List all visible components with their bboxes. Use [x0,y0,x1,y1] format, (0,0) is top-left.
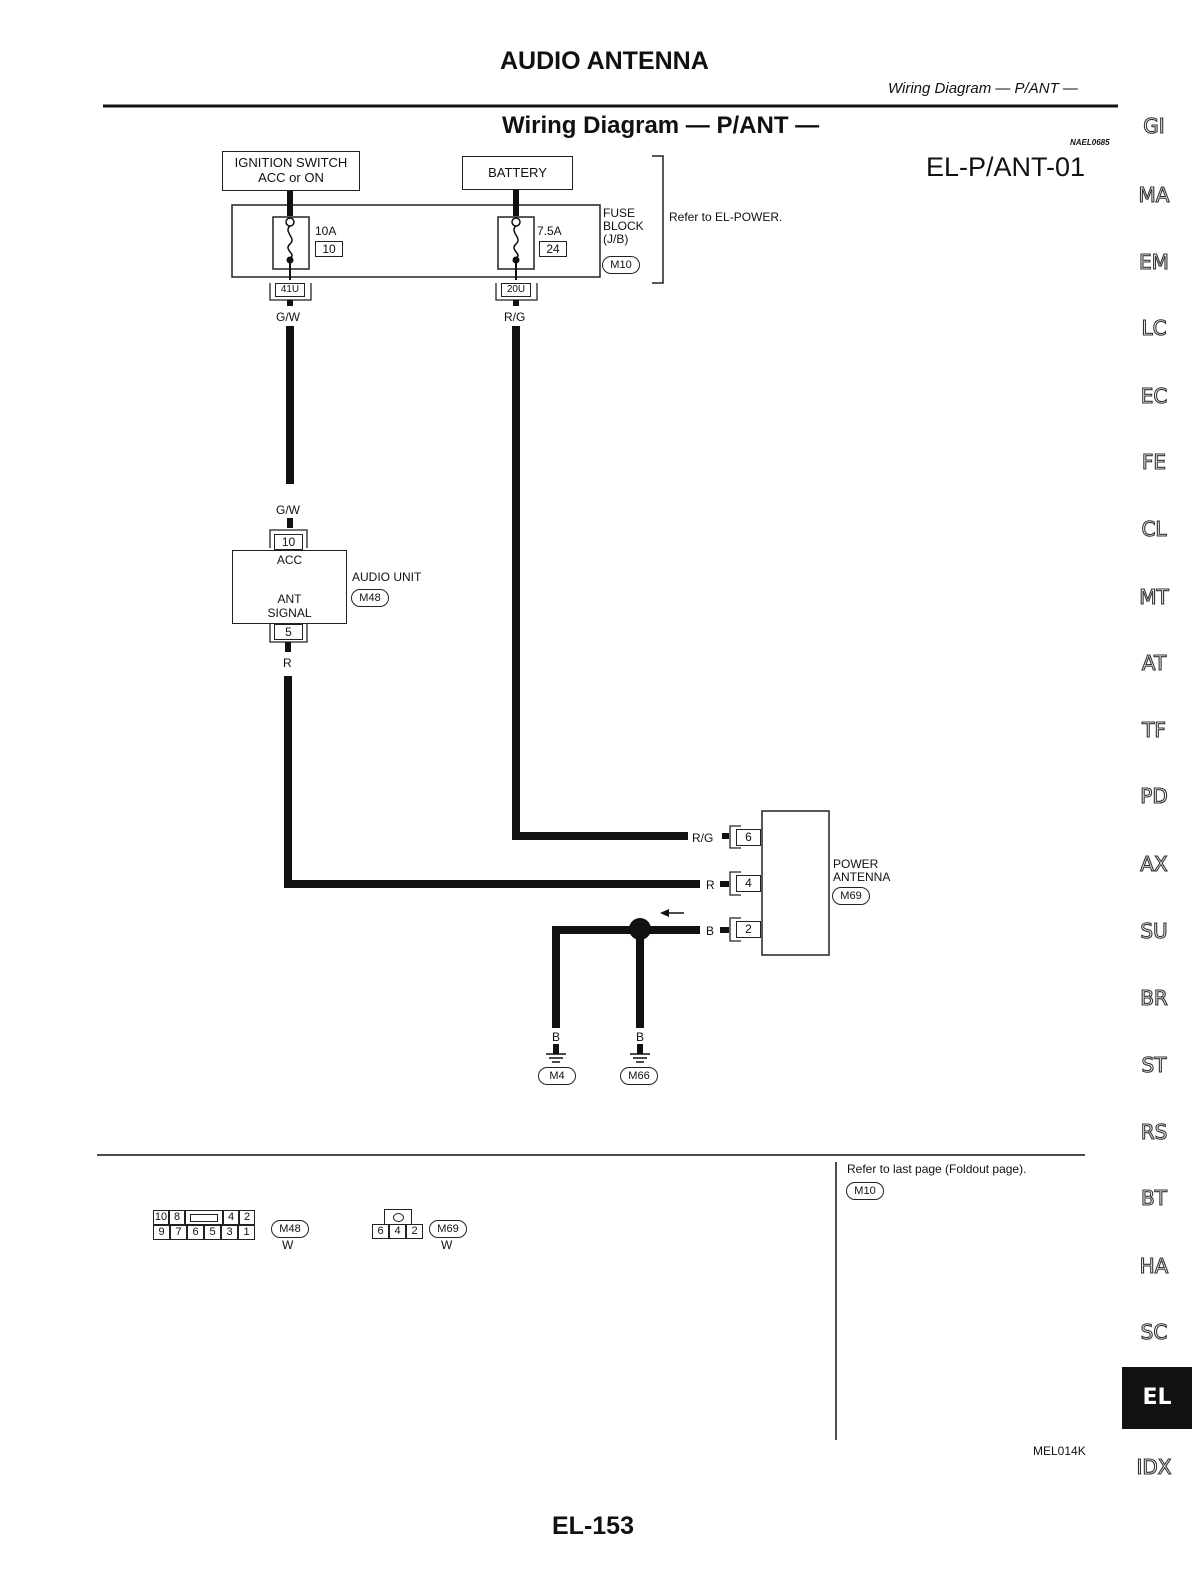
side-tab-em[interactable]: EM [1138,249,1169,274]
fuse-block-connector: M10 [602,256,640,274]
side-tab-lc[interactable]: LC [1141,315,1167,340]
connector-m48-color: W [282,1238,294,1252]
side-tab-cl[interactable]: CL [1141,516,1167,541]
fuse-right-rating: 7.5A [537,224,562,238]
wire-label-r: R [283,656,292,670]
audio-unit-connector: M48 [351,589,389,607]
fuse-right-number: 24 [539,241,567,257]
wire-label-b-ground1: B [552,1030,561,1044]
side-tab-el[interactable]: EL [1122,1367,1192,1429]
connector-m48-face: 10 8 4 2 9 7 6 5 3 1 [153,1210,255,1240]
page-title: AUDIO ANTENNA [500,47,709,75]
wire-label-gw-top: G/W [276,310,300,324]
fuse-left-rating: 10A [315,224,337,238]
splice-point [629,918,651,940]
side-tab-ha[interactable]: HA [1139,1253,1169,1278]
footer-refer-connector: M10 [846,1182,884,1200]
m48-pin: 5 [204,1225,221,1240]
audio-pin-bottom: 5 [274,624,303,640]
fuse-left-symbol [287,225,293,259]
audio-pin-acc: ACC [276,553,303,567]
m69-pin: 2 [406,1224,423,1239]
side-tab-at[interactable]: AT [1141,650,1167,675]
m69-pin: 4 [389,1224,406,1239]
audio-pin-signal: SIGNAL [267,606,312,620]
connector-m69-face: 6 4 2 [372,1209,423,1239]
fuse-block-outline [231,204,601,278]
ground-m66: M66 [620,1067,658,1085]
header-right-title: Wiring Diagram — P/ANT — [888,80,1078,97]
antenna-pin-2: 2 [736,921,761,938]
m48-pin: 1 [238,1225,255,1240]
side-tab-ax[interactable]: AX [1140,851,1168,876]
m48-pin: 8 [169,1210,185,1225]
side-tab-tf[interactable]: TF [1142,717,1167,742]
m48-pin: 10 [153,1210,169,1225]
side-tab-ec[interactable]: EC [1140,383,1168,408]
power-antenna-connector: M69 [832,887,870,905]
antenna-pin-4: 4 [736,875,761,892]
audio-pin-ant: ANT [277,592,302,606]
wire-label-rg-right: R/G [692,831,714,845]
fuse-block-label: FUSE BLOCK (J/B) [603,206,644,246]
wire-rg [512,326,688,840]
section-title: Wiring Diagram — P/ANT — [502,112,820,139]
power-antenna-label: POWER ANTENNA [833,857,891,884]
refer-bracket [652,155,664,284]
m48-key [185,1210,223,1225]
side-tab-br[interactable]: BR [1140,985,1169,1010]
audio-unit-name: AUDIO UNIT [352,570,422,584]
audio-unit: ACC ANT SIGNAL [232,550,347,624]
connector-m69-label: M69 [429,1220,467,1238]
m48-pin: 4 [223,1210,239,1225]
m69-pin: 6 [372,1224,389,1239]
connector-m48-label: M48 [271,1220,309,1238]
terminal-41u: 41U [275,283,305,297]
side-tab-pd[interactable]: PD [1140,783,1169,808]
m48-pin: 3 [221,1225,238,1240]
power-antenna-outline [761,810,830,956]
direction-arrow [660,909,669,917]
m48-pin: 6 [187,1225,204,1240]
battery: BATTERY [462,156,573,190]
wire-r [284,676,700,888]
side-tab-bt[interactable]: BT [1140,1185,1167,1210]
fuse-left-number: 10 [315,241,343,257]
audio-pin-top: 10 [274,534,303,550]
m48-pin: 9 [153,1225,170,1240]
diagram-id: EL-P/ANT-01 [926,152,1086,182]
side-tab-st[interactable]: ST [1141,1052,1167,1077]
ignition-switch-label: IGNITION SWITCH [234,155,348,170]
battery-label: BATTERY [488,165,547,180]
fuse-right-symbol [513,225,519,259]
figure-code: MEL014K [1033,1444,1086,1458]
wire-label-b-ground2: B [636,1030,645,1044]
side-tab-fe[interactable]: FE [1141,449,1167,474]
side-tab-sc[interactable]: SC [1140,1319,1168,1344]
connector-m69-color: W [441,1238,453,1252]
m48-pin: 2 [239,1210,255,1225]
ignition-switch-mode: ACC or ON [258,170,324,185]
side-tab-su[interactable]: SU [1140,918,1168,943]
m48-pin: 7 [170,1225,187,1240]
wire-label-gw-bottom: G/W [276,503,300,517]
ignition-switch: IGNITION SWITCH ACC or ON [222,151,360,191]
footer-refer-text: Refer to last page (Foldout page). [847,1162,1027,1176]
ground-m4: M4 [538,1067,576,1085]
refer-el-power: Refer to EL-POWER. [669,210,783,224]
side-tab-mt[interactable]: MT [1139,584,1170,609]
antenna-pin-6: 6 [736,829,761,846]
side-tab-rs[interactable]: RS [1140,1119,1168,1144]
wire-b-ground1 [552,926,640,1028]
wire-label-r-right: R [706,878,715,892]
wire-label-rg-top: R/G [504,310,526,324]
side-tab-ma[interactable]: MA [1138,182,1170,207]
page-number: EL-153 [552,1512,634,1540]
reference-code: NAEL0685 [1070,138,1110,147]
side-tab-idx[interactable]: IDX [1136,1454,1172,1479]
side-tab-gi[interactable]: GI [1143,113,1166,138]
wire-label-b-right: B [706,924,715,938]
terminal-20u: 20U [501,283,531,297]
